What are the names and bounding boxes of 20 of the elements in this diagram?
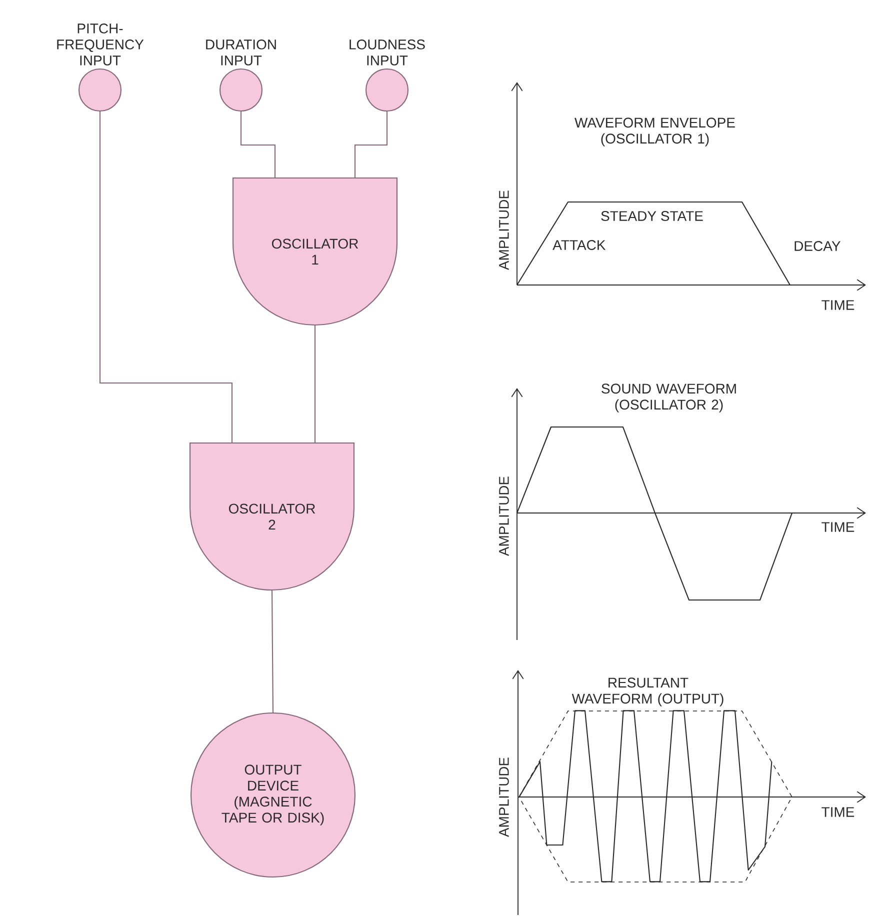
input-label: LOUDNESS INPUT [350, 40, 425, 66]
axis-label: AMPLITUDE [499, 476, 509, 556]
axis-label: AMPLITUDE [499, 190, 509, 270]
chart-title: SOUND WAVEFORM (OSCILLATOR 2) [602, 384, 736, 412]
connector-line [99, 112, 233, 443]
connector-line [240, 112, 276, 178]
input-label: DURATION INPUT [206, 40, 276, 66]
axis-label: TIME [822, 522, 854, 532]
curve-label: STEADY STATE [601, 211, 703, 221]
connector-line [314, 325, 316, 443]
curve-label: DECAY [794, 241, 840, 251]
curve-label: ATTACK [552, 240, 606, 250]
chart-title: RESULTANT WAVEFORM (OUTPUT) [572, 678, 724, 706]
axis-label: TIME [822, 300, 854, 310]
axis-label: TIME [822, 807, 854, 817]
connector-line [354, 112, 388, 178]
chart-title: WAVEFORM ENVELOPE (OSCILLATOR 1) [574, 118, 735, 146]
input-label: PITCH-FREQUENCY INPUT [57, 24, 144, 66]
connector-line [271, 590, 274, 712]
axis-label: AMPLITUDE [499, 758, 509, 838]
